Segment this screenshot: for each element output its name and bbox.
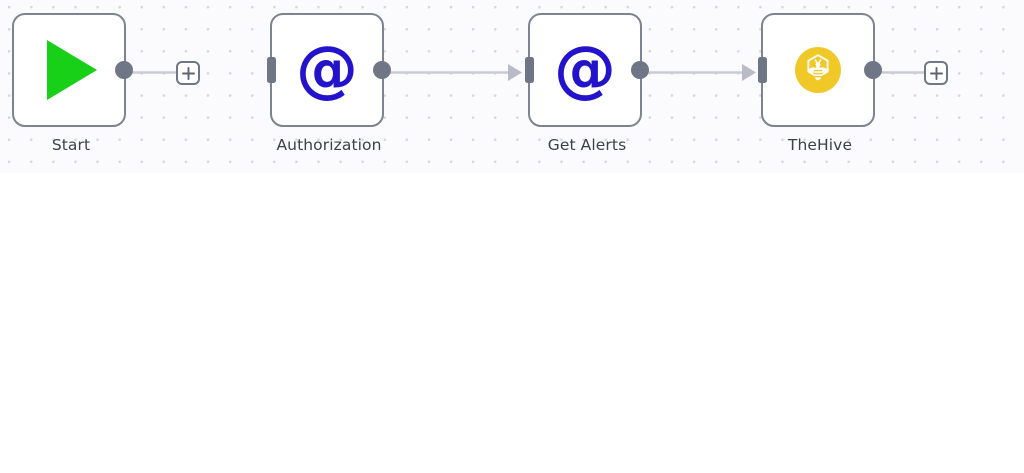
plus-icon: [181, 66, 195, 80]
node-thehive-label: TheHive: [787, 136, 853, 154]
add-node-button-2[interactable]: [924, 61, 948, 85]
add-node-button-1[interactable]: [176, 61, 200, 85]
node-start-output-port[interactable]: [115, 61, 133, 79]
node-authorization-box[interactable]: @: [267, 13, 391, 127]
node-thehive[interactable]: TheHive: [758, 13, 882, 154]
node-authorization-input-port[interactable]: [267, 57, 276, 83]
node-thehive-output-port[interactable]: [864, 61, 882, 79]
at-sign-icon: @: [296, 32, 358, 105]
node-get-alerts[interactable]: @ Get Alerts: [525, 13, 649, 154]
node-thehive-input-port[interactable]: [758, 57, 767, 83]
node-authorization-label: Authorization: [276, 136, 382, 154]
plus-icon: [929, 66, 943, 80]
node-get-alerts-output-port[interactable]: [631, 61, 649, 79]
node-get-alerts-input-port[interactable]: [525, 57, 534, 83]
at-sign-icon: @: [554, 32, 616, 105]
node-start-box[interactable]: [12, 13, 133, 127]
thehive-bee-icon: [795, 47, 841, 93]
node-start[interactable]: Start: [12, 13, 133, 154]
node-authorization[interactable]: @ Authorization: [267, 13, 391, 154]
node-start-label: Start: [51, 136, 91, 154]
node-authorization-output-port[interactable]: [373, 61, 391, 79]
play-triangle-icon: [47, 40, 97, 100]
node-thehive-box[interactable]: [758, 13, 882, 127]
node-get-alerts-box[interactable]: @: [525, 13, 649, 127]
node-get-alerts-label: Get Alerts: [547, 136, 627, 154]
